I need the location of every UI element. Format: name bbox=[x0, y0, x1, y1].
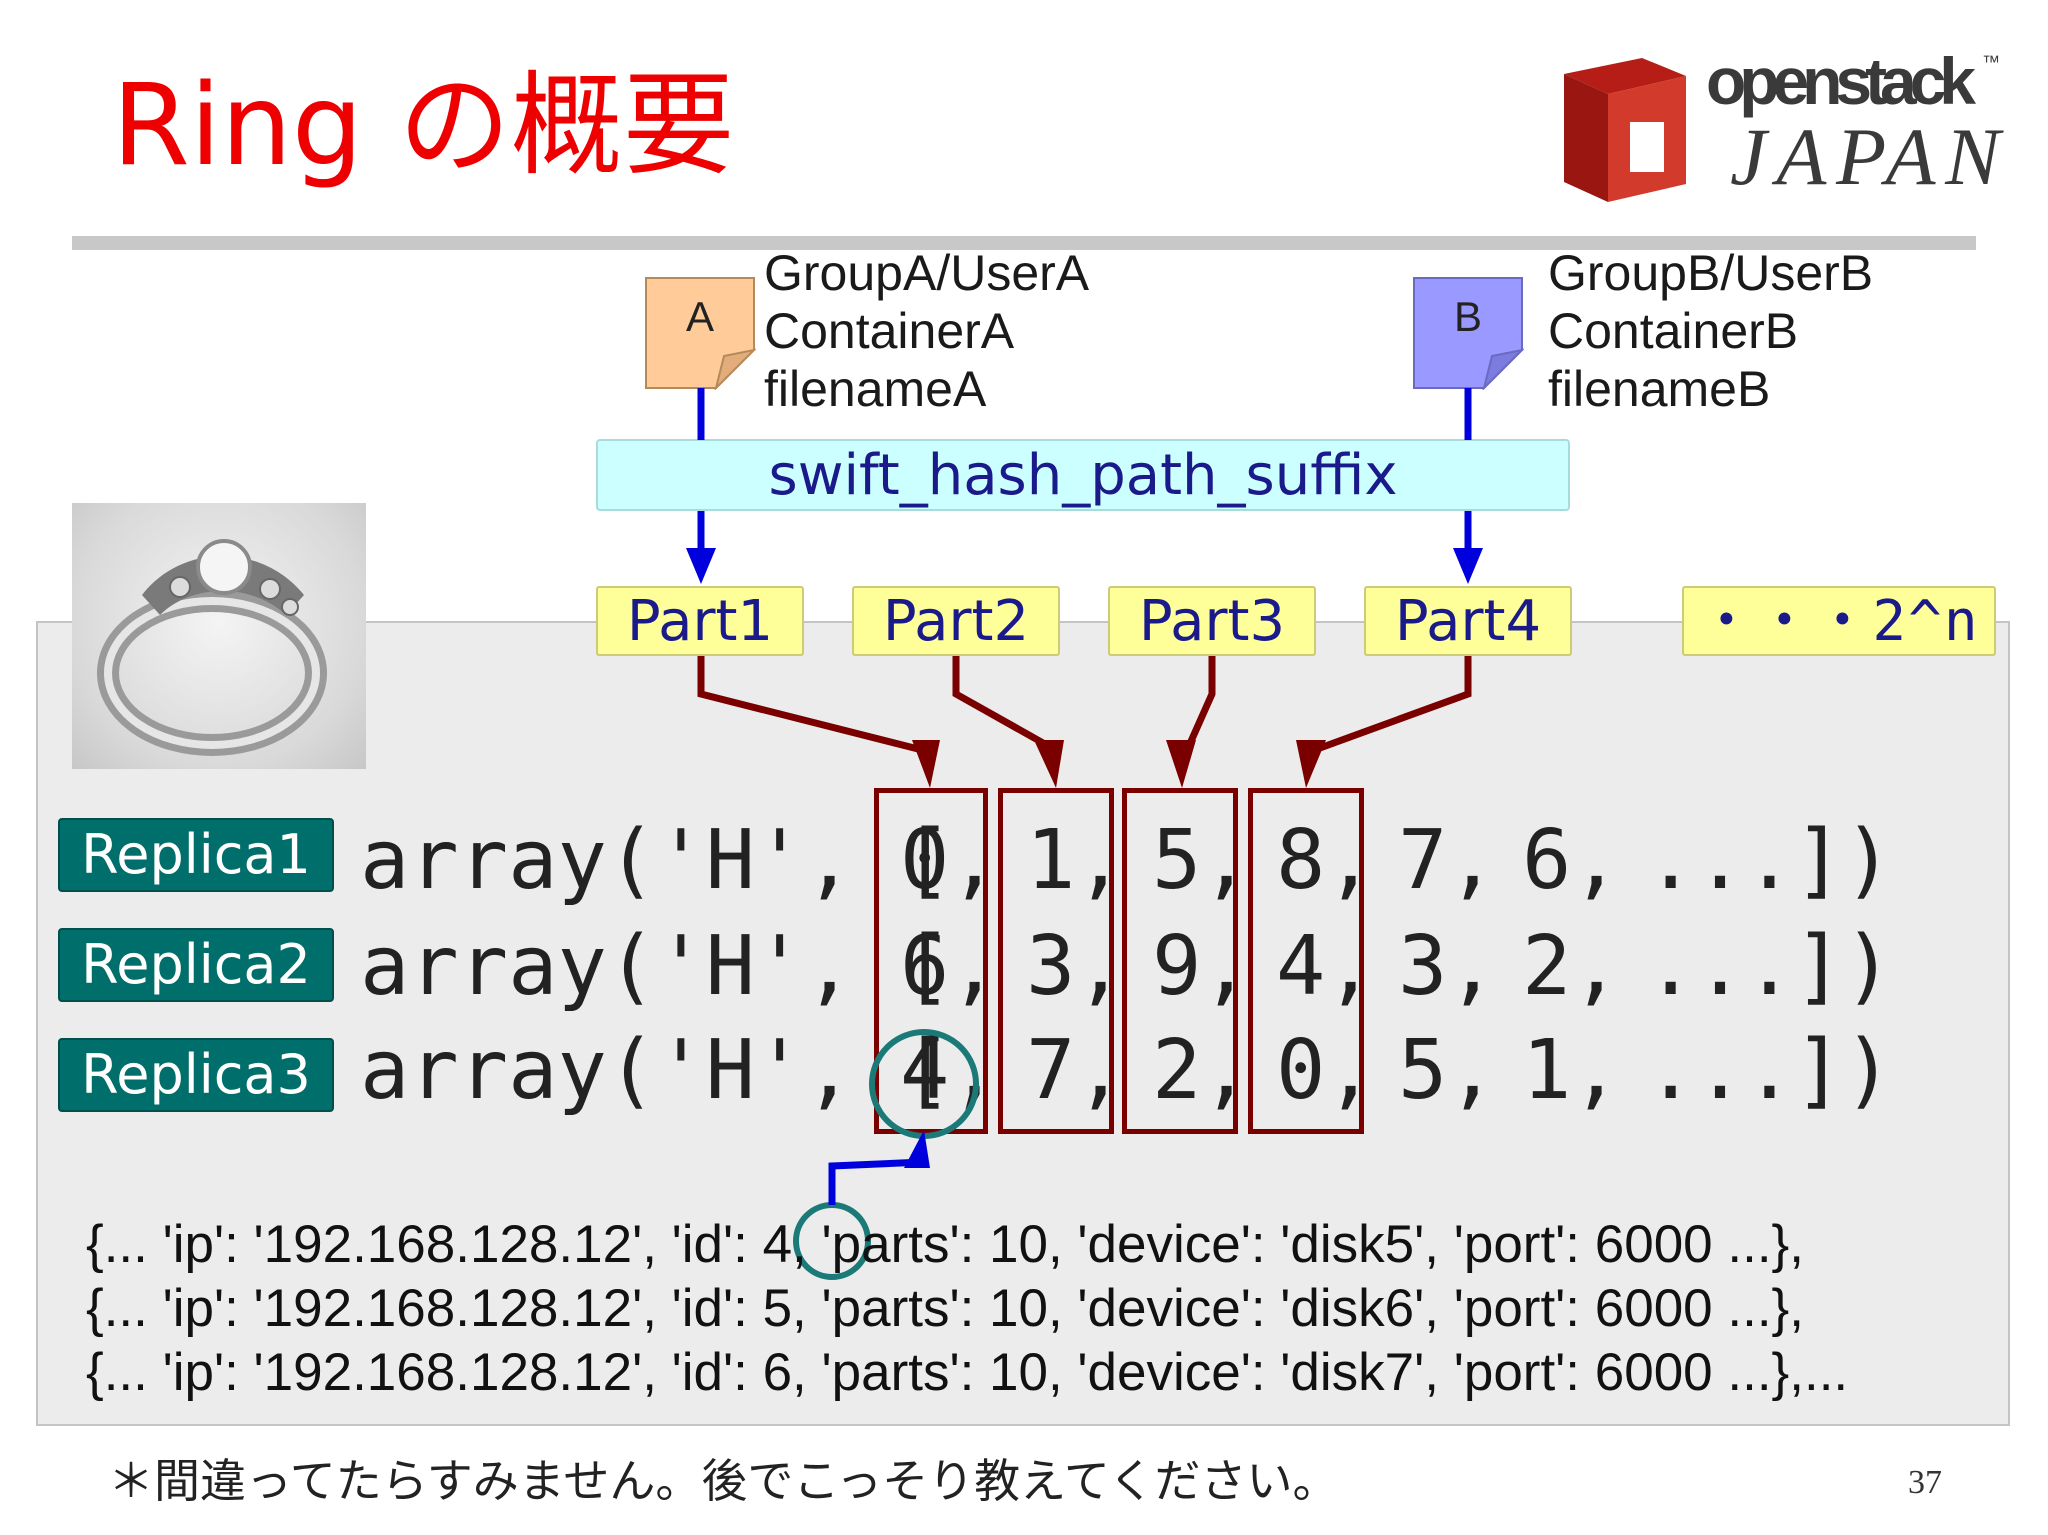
array-value: 3, bbox=[1398, 919, 1497, 1014]
column-box-part1 bbox=[874, 788, 988, 1134]
highlight-circle-replica3 bbox=[869, 1029, 979, 1139]
object-a-info: GroupA/UserA ContainerA filenameA bbox=[764, 244, 1089, 418]
page-title: Ring の概要 bbox=[112, 61, 735, 191]
arrow-part4-to-col bbox=[1318, 656, 1472, 752]
logo-wordmark-top: openstack bbox=[1706, 44, 1976, 118]
column-box-part2 bbox=[998, 788, 1114, 1134]
array-value: 8, bbox=[1276, 813, 1375, 908]
array-suffix: ...]) bbox=[1646, 919, 1893, 1014]
object-b-filename: filenameB bbox=[1548, 361, 1771, 417]
array-prefix: array('H', [ bbox=[360, 1023, 953, 1118]
array-value: 6, bbox=[900, 919, 999, 1014]
ring-icon bbox=[97, 539, 327, 756]
array-value: 0, bbox=[900, 813, 999, 908]
arrowhead-part1 bbox=[686, 548, 716, 584]
replica-3-label: Replica3 bbox=[58, 1038, 334, 1112]
device-entry-3: {... 'ip': '192.168.128.12', 'id': 6, 'p… bbox=[86, 1343, 1849, 1402]
array-prefix: array('H', [ bbox=[360, 813, 953, 908]
array-suffix: ...]) bbox=[1646, 1023, 1893, 1118]
object-b-info: GroupB/UserB ContainerB filenameB bbox=[1548, 244, 1873, 418]
logo-wordmark-bottom: JAPAN bbox=[1730, 111, 2004, 202]
array-value: 3, bbox=[1026, 919, 1125, 1014]
array-value: 1, bbox=[1522, 1023, 1621, 1118]
partition-1: Part1 bbox=[596, 586, 804, 656]
openstack-cube-icon bbox=[1564, 58, 1686, 202]
arrow-part3-to-col bbox=[1184, 656, 1216, 750]
document-b-label: B bbox=[1453, 293, 1482, 340]
ring-photo bbox=[72, 503, 366, 769]
partition-more: ・・・2^n bbox=[1682, 586, 1996, 656]
arrowhead-col1 bbox=[912, 740, 940, 788]
device-entry-2: {... 'ip': '192.168.128.12', 'id': 5, 'p… bbox=[86, 1279, 1804, 1338]
arrowhead-col2 bbox=[1034, 740, 1064, 788]
document-a-label: A bbox=[685, 293, 714, 340]
array-value: 7, bbox=[1398, 813, 1497, 908]
document-b-icon bbox=[1413, 277, 1524, 390]
hash-path-suffix-box: swift_hash_path_suffix bbox=[596, 439, 1570, 511]
array-value: 1, bbox=[1026, 813, 1125, 908]
arrowhead-col3 bbox=[1166, 740, 1196, 788]
device-entry-1: {... 'ip': '192.168.128.12', 'id': 4, 'p… bbox=[86, 1215, 1804, 1274]
array-value: 5, bbox=[1398, 1023, 1497, 1118]
array-value: 7, bbox=[1026, 1023, 1125, 1118]
object-a-group: GroupA/UserA bbox=[764, 245, 1090, 301]
replica-1-label: Replica1 bbox=[58, 818, 334, 892]
object-a-filename: filenameA bbox=[764, 361, 987, 417]
footnote: ＊間違ってたらすみません。後でこっそり教えてください。 bbox=[108, 1454, 1339, 1508]
column-box-part4 bbox=[1248, 788, 1364, 1134]
array-suffix: ...]) bbox=[1646, 813, 1893, 908]
document-a-icon bbox=[645, 277, 756, 390]
column-box-part3 bbox=[1122, 788, 1238, 1134]
arrow-part1-to-col bbox=[697, 656, 931, 756]
title-divider bbox=[72, 236, 1976, 250]
openstack-japan-logo: openstack ™ JAPAN bbox=[1564, 44, 2004, 202]
array-value: 6, bbox=[1522, 813, 1621, 908]
arrowhead-col4 bbox=[1296, 740, 1326, 788]
object-b-group: GroupB/UserB bbox=[1548, 245, 1874, 301]
array-value: 4, bbox=[900, 1023, 999, 1118]
object-a-container: ContainerA bbox=[764, 303, 1015, 359]
array-value: 0, bbox=[1276, 1023, 1375, 1118]
logo-trademark: ™ bbox=[1982, 52, 2000, 72]
partition-2: Part2 bbox=[852, 586, 1060, 656]
arrow-part2-to-col bbox=[952, 656, 1054, 752]
partition-4: Part4 bbox=[1364, 586, 1572, 656]
arrowhead-replica3 bbox=[904, 1130, 930, 1168]
arrowhead-part4 bbox=[1453, 548, 1483, 584]
page-number: 37 bbox=[1908, 1464, 1942, 1501]
array-value: 4, bbox=[1276, 919, 1375, 1014]
arrow-device-to-replica bbox=[828, 1158, 925, 1205]
partition-3: Part3 bbox=[1108, 586, 1316, 656]
object-b-container: ContainerB bbox=[1548, 303, 1799, 359]
replica-2-label: Replica2 bbox=[58, 928, 334, 1002]
array-prefix: array('H', [ bbox=[360, 919, 953, 1014]
array-value: 2, bbox=[1522, 919, 1621, 1014]
